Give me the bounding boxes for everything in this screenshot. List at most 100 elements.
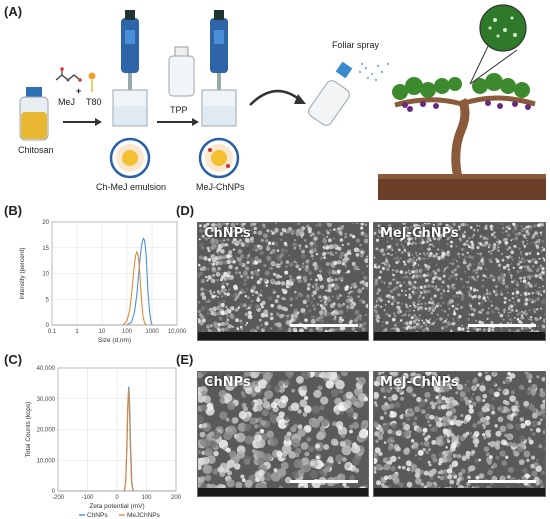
- sem-particle: [497, 249, 500, 252]
- sem-particle: [219, 272, 223, 276]
- sem-particle: [411, 463, 418, 470]
- sem-particle: [542, 325, 545, 329]
- sem-particle: [319, 284, 325, 289]
- sem-particle: [262, 233, 268, 239]
- sem-particle: [452, 269, 455, 272]
- sem-particle: [321, 233, 325, 237]
- sem-particle: [388, 281, 392, 286]
- sem-particle: [502, 223, 505, 226]
- sem-particle: [363, 321, 367, 326]
- sem-particle: [531, 265, 535, 268]
- sem-particle: [269, 311, 272, 314]
- sem-particle: [419, 252, 422, 255]
- sem-particle: [475, 319, 477, 322]
- sem-particle: [499, 280, 503, 284]
- sem-particle: [217, 266, 221, 271]
- sem-particle: [382, 252, 386, 257]
- sem-particle: [226, 470, 233, 476]
- sem-particle: [513, 316, 516, 319]
- sem-particle: [205, 305, 208, 308]
- sem-particle: [339, 441, 346, 447]
- sem-particle: [400, 289, 404, 292]
- sem-particle: [378, 451, 383, 457]
- sem-particle: [207, 234, 211, 238]
- sem-particle: [385, 248, 388, 251]
- sem-particle: [493, 231, 496, 234]
- y-axis-label: Intensity (percent): [19, 247, 26, 299]
- spray-mist-icon: [358, 62, 390, 82]
- sem-particle: [491, 249, 494, 252]
- sem-particle: [518, 256, 521, 259]
- sem-particle: [493, 276, 496, 280]
- sem-particle: [315, 443, 321, 449]
- sem-particle: [516, 298, 521, 303]
- sem-particle: [417, 319, 421, 322]
- sem-particle: [289, 276, 292, 279]
- sem-particle: [208, 289, 212, 293]
- sem-particle: [498, 240, 502, 244]
- sem-particle: [456, 303, 459, 306]
- sem-particle: [387, 285, 391, 289]
- sem-particle: [535, 291, 539, 295]
- sem-particle: [468, 245, 471, 249]
- sem-particle: [323, 444, 330, 451]
- sem-particle: [426, 240, 429, 244]
- sem-particle: [318, 295, 322, 299]
- sem-particle: [475, 327, 480, 332]
- sem-particle: [250, 276, 254, 279]
- sem-particle: [220, 295, 224, 298]
- foliar-spray-label: Foliar spray: [332, 40, 380, 50]
- sem-particle: [453, 258, 456, 261]
- sem-particle: [481, 261, 485, 265]
- sem-particle: [420, 482, 425, 487]
- sem-particle: [510, 249, 514, 252]
- sem-particle: [527, 437, 532, 441]
- sem-particle: [293, 246, 297, 250]
- sem-particle: [198, 272, 203, 277]
- sem-particle: [444, 324, 448, 329]
- sem-particle: [470, 256, 475, 260]
- sem-particle: [199, 431, 206, 438]
- sem-particle: [503, 296, 506, 299]
- sem-particle: [333, 284, 339, 290]
- sem-particle: [471, 313, 475, 317]
- sem-particle: [532, 299, 534, 302]
- sem-particle: [264, 321, 269, 326]
- sem-particle: [434, 286, 438, 291]
- sem-particle: [243, 278, 247, 282]
- sem-particle: [364, 258, 368, 264]
- sem-particle: [446, 236, 450, 240]
- sem-label-e-left: ChNPs: [204, 375, 251, 390]
- sem-particle: [399, 384, 403, 389]
- sem-particle: [413, 291, 417, 294]
- sem-particle: [427, 265, 431, 269]
- sem-particle: [388, 245, 391, 248]
- sem-particle: [400, 396, 405, 401]
- sem-particle: [204, 447, 214, 457]
- sem-particle: [384, 303, 387, 306]
- sem-particle: [210, 240, 216, 245]
- sem-particle: [541, 246, 544, 249]
- sem-particle: [396, 329, 400, 333]
- sem-particle: [403, 239, 407, 243]
- sem-particle: [493, 372, 496, 375]
- sem-particle: [519, 259, 522, 262]
- sem-particle: [212, 321, 218, 327]
- sem-particle: [207, 267, 210, 270]
- sem-particle: [412, 241, 415, 244]
- sem-particle: [216, 311, 221, 316]
- sem-particle: [381, 233, 384, 236]
- sem-particle: [226, 292, 230, 297]
- sem-particle: [510, 263, 513, 265]
- sem-particle: [326, 235, 329, 238]
- sem-particle: [382, 232, 386, 236]
- sem-particle: [417, 256, 421, 261]
- sem-particle: [395, 242, 399, 246]
- sem-particle: [462, 285, 465, 288]
- sem-particle: [491, 475, 497, 482]
- sem-particle: [280, 238, 283, 242]
- sem-particle: [535, 481, 540, 486]
- sem-particle: [238, 410, 248, 420]
- sem-particle: [421, 238, 425, 242]
- sem-particle: [456, 295, 459, 298]
